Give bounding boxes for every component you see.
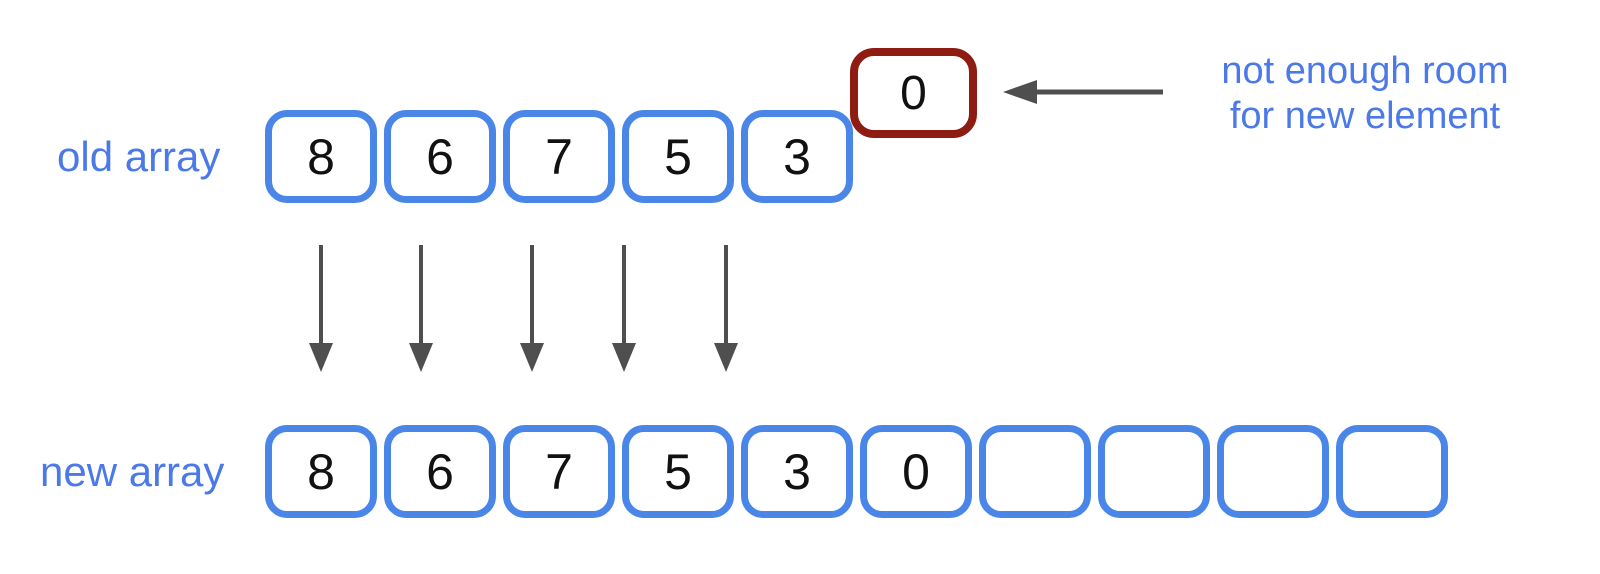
array-cell — [1098, 425, 1210, 518]
down-arrow-icon — [612, 245, 636, 372]
overflow-element-box: 0 — [850, 48, 977, 138]
array-cell: 6 — [384, 110, 496, 203]
left-arrow-icon — [1003, 80, 1163, 104]
array-cell — [979, 425, 1091, 518]
array-cell: 5 — [622, 425, 734, 518]
annotation-text: not enough room for new element — [1190, 49, 1540, 139]
array-cell: 3 — [741, 110, 853, 203]
array-cell: 8 — [265, 110, 377, 203]
old-array-label: old array — [57, 133, 221, 180]
down-arrow-icon — [520, 245, 544, 372]
array-cell — [1336, 425, 1448, 518]
array-cell: 3 — [741, 425, 853, 518]
array-cell: 5 — [622, 110, 734, 203]
down-arrow-icon — [309, 245, 333, 372]
array-cell: 0 — [860, 425, 972, 518]
array-cell: 7 — [503, 110, 615, 203]
array-cell: 6 — [384, 425, 496, 518]
new-array-label: new array — [40, 448, 225, 495]
new-array-row: 8 6 7 5 3 0 — [265, 425, 1448, 518]
array-cell — [1217, 425, 1329, 518]
array-cell: 8 — [265, 425, 377, 518]
array-cell: 7 — [503, 425, 615, 518]
annotation-line-2: for new element — [1229, 95, 1501, 137]
old-array-row: 8 6 7 5 3 — [265, 110, 853, 203]
down-arrow-icon — [409, 245, 433, 372]
down-arrow-icon — [714, 245, 738, 372]
annotation-line-1: not enough room — [1221, 50, 1509, 92]
